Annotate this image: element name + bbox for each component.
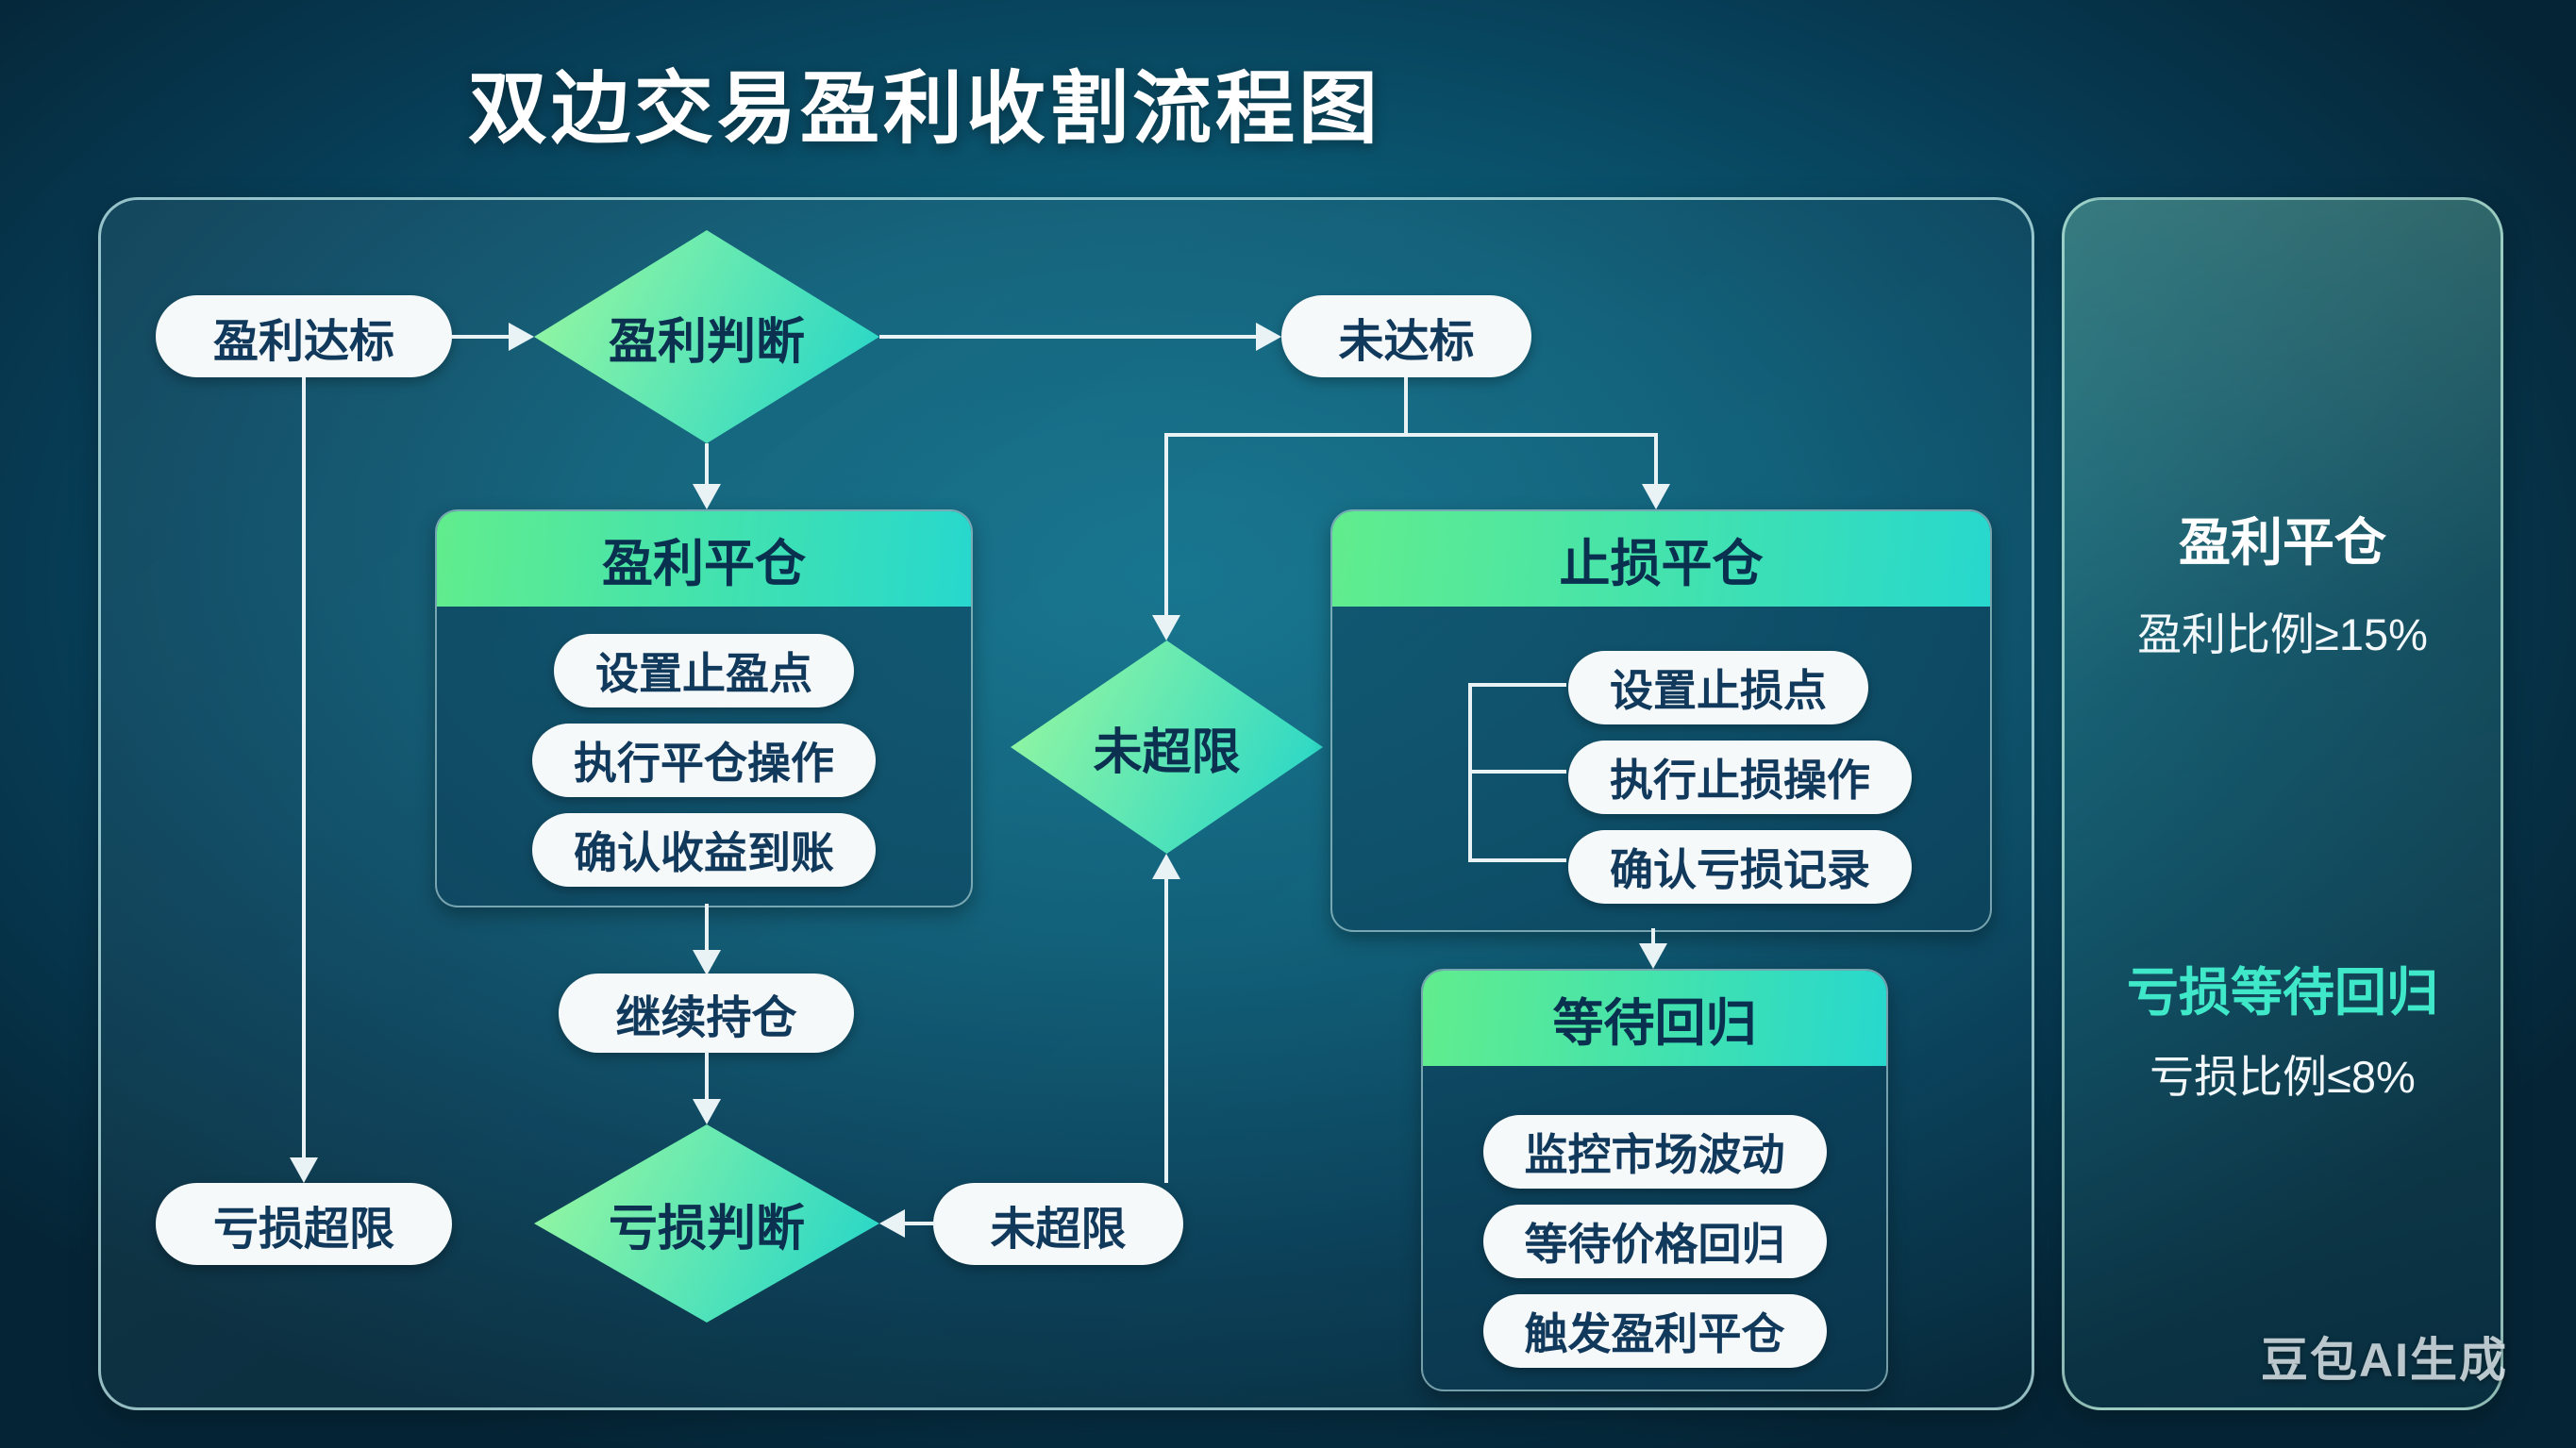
step-set-stop-loss: 设置止损点 — [1568, 651, 1868, 724]
arrowhead-down-icon — [1152, 615, 1180, 641]
node-not-exceeded-pill: 未超限 — [933, 1183, 1183, 1265]
watermark: 豆包AI生成 — [2261, 1334, 2508, 1387]
node-stop-loss-box: 止损平仓 设置止损点 执行止损操作 确认亏损记录 — [1330, 509, 1992, 932]
flow-connector — [1404, 377, 1408, 437]
flow-connector — [302, 377, 306, 1162]
wait-return-header: 等待回归 — [1423, 971, 1886, 1066]
flow-connector — [1164, 433, 1168, 620]
node-hold-position: 继续持仓 — [559, 974, 854, 1053]
node-profit-close-box: 盈利平仓 设置止盈点 执行平仓操作 确认收益到账 — [435, 509, 973, 907]
arrowhead-down-icon — [693, 484, 721, 509]
step-confirm-income: 确认收益到账 — [532, 813, 876, 887]
arrowhead-down-icon — [693, 1099, 721, 1124]
step-confirm-loss-record: 确认亏损记录 — [1568, 830, 1912, 904]
step-set-take-profit: 设置止盈点 — [554, 634, 854, 707]
flow-connector — [705, 1051, 709, 1102]
flow-connector — [1468, 683, 1566, 687]
flow-connector — [902, 1222, 935, 1225]
flow-connector — [1164, 433, 1658, 437]
node-not-reached: 未达标 — [1281, 295, 1531, 377]
step-monitor-market: 监控市场波动 — [1482, 1115, 1827, 1189]
wait-return-body: 监控市场波动 等待价格回归 触发盈利平仓 — [1423, 1066, 1886, 1368]
profit-close-header: 盈利平仓 — [437, 511, 971, 607]
flow-connector — [1468, 858, 1566, 862]
flow-connector — [1654, 433, 1658, 487]
flow-connector — [879, 335, 1259, 339]
legend-profit-title: 盈利平仓 — [2178, 513, 2386, 572]
arrowhead-up-icon — [1152, 854, 1180, 879]
legend-loss-condition: 亏损比例≤8% — [2149, 1052, 2416, 1102]
arrowhead-down-icon — [290, 1157, 318, 1183]
flow-connector — [705, 443, 709, 489]
step-execute-stop-loss: 执行止损操作 — [1568, 741, 1912, 814]
step-wait-price-return: 等待价格回归 — [1482, 1205, 1827, 1278]
node-loss-exceeded: 亏损超限 — [156, 1183, 452, 1265]
profit-close-body: 设置止盈点 执行平仓操作 确认收益到账 — [437, 607, 971, 887]
arrowhead-down-icon — [693, 950, 721, 975]
arrowhead-down-icon — [1639, 943, 1667, 969]
node-wait-return-box: 等待回归 监控市场波动 等待价格回归 触发盈利平仓 — [1421, 969, 1888, 1391]
legend-panel: 盈利平仓 盈利比例≥15% 亏损等待回归 亏损比例≤8% — [2062, 197, 2503, 1410]
legend-loss-title: 亏损等待回归 — [2126, 963, 2438, 1022]
arrowhead-left-icon — [879, 1209, 905, 1238]
arrowhead-down-icon — [1642, 484, 1670, 509]
step-execute-close: 执行平仓操作 — [532, 724, 876, 797]
flow-connector — [1468, 770, 1566, 774]
arrowhead-right-icon — [509, 323, 534, 351]
step-trigger-profit-close: 触发盈利平仓 — [1482, 1294, 1827, 1368]
flow-connector — [1164, 876, 1168, 1183]
arrowhead-right-icon — [1256, 323, 1281, 351]
stop-loss-header: 止损平仓 — [1332, 511, 1990, 607]
node-profit-reached: 盈利达标 — [156, 295, 452, 377]
stop-loss-body: 设置止损点 执行止损操作 确认亏损记录 — [1332, 607, 1990, 904]
flow-connector — [452, 335, 512, 339]
page-title: 双边交易盈利收割流程图 — [467, 64, 1381, 153]
flow-connector — [705, 904, 709, 953]
flow-connector — [1651, 928, 1655, 947]
legend-profit-condition: 盈利比例≥15% — [2137, 609, 2428, 659]
